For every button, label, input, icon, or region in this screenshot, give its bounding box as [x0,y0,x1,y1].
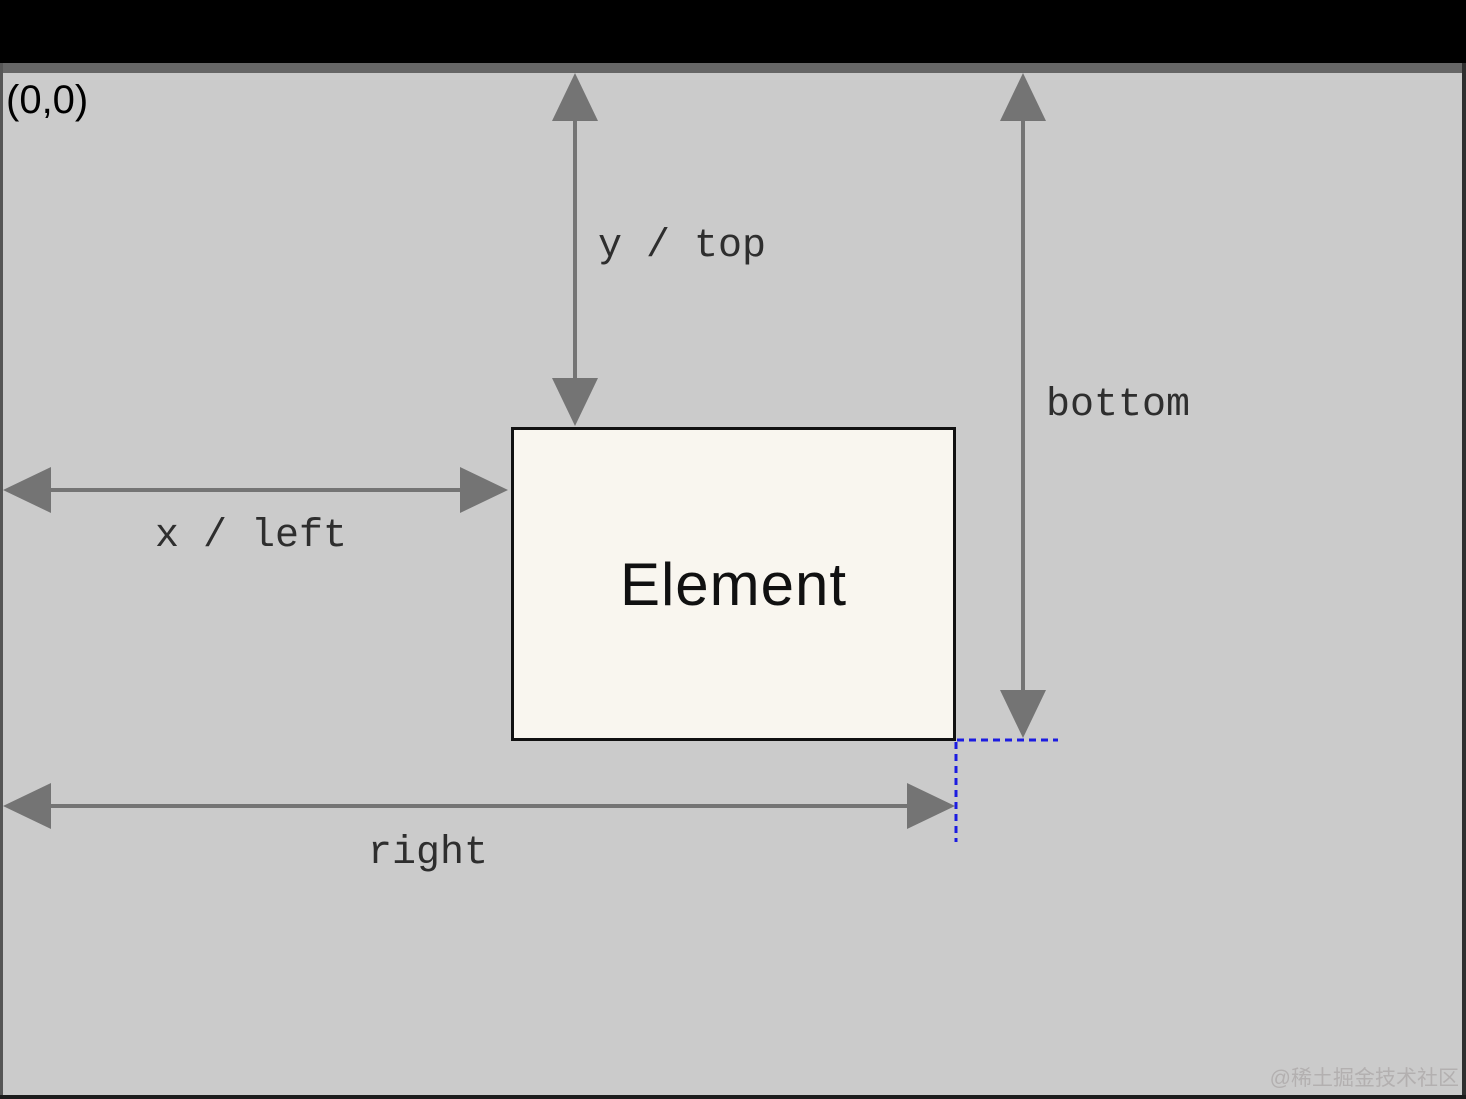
x-left-label: x / left [155,514,348,559]
x-left-arrowhead-left [3,467,51,513]
y-top-label: y / top [598,224,767,269]
x-left-arrowhead-right [460,467,508,513]
bottom-edge-border [0,1095,1466,1099]
blue-guide-lines [954,738,1058,842]
right-label: right [368,831,489,876]
bottom-arrowhead-up [1000,73,1046,121]
watermark-text: @稀土掘金技术社区 [1269,1067,1459,1090]
bottom-arrowhead-down [1000,690,1046,738]
right-edge-border [1462,63,1466,1099]
top-black-bar [0,0,1466,63]
bottom-label: bottom [1046,383,1191,428]
y-top-arrow [552,73,598,426]
top-gray-strip [0,63,1466,73]
right-arrowhead-left [3,783,51,829]
right-arrow [3,783,955,829]
left-edge-border [0,63,3,1099]
y-top-arrowhead-up [552,73,598,121]
bottom-arrow [1000,73,1046,738]
y-top-arrowhead-down [552,378,598,426]
origin-coordinate-label: (0,0) [6,78,89,122]
right-arrowhead-right [907,783,955,829]
element-box: Element [511,427,956,741]
x-left-arrow [3,467,508,513]
element-box-label: Element [619,550,848,618]
